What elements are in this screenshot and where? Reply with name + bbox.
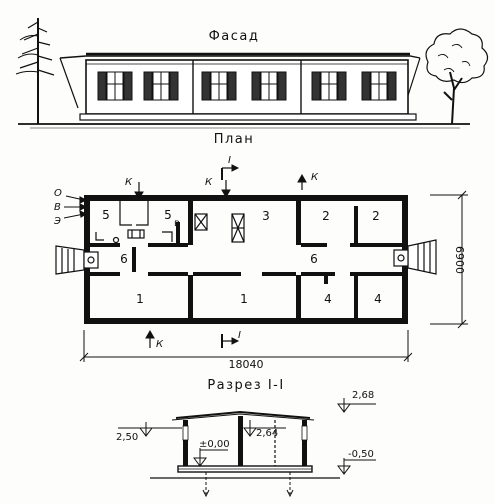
left-porch-icon bbox=[55, 245, 99, 275]
section-mark-label: I bbox=[228, 155, 231, 166]
room-number: 4 bbox=[324, 292, 332, 306]
left-tree-icon bbox=[15, 18, 55, 124]
right-porch-icon bbox=[393, 239, 437, 275]
entrance-label: К bbox=[311, 172, 319, 183]
window-icon bbox=[251, 71, 287, 101]
plan-partition-walls bbox=[90, 195, 402, 324]
plan-view: План bbox=[53, 132, 468, 371]
facade-title: Фасад bbox=[209, 29, 260, 44]
utility-label: О bbox=[54, 188, 62, 199]
facade-roof bbox=[59, 55, 421, 59]
section-wall-middle bbox=[238, 416, 243, 468]
room-number: 6 bbox=[120, 252, 128, 266]
utility-label: Э bbox=[53, 216, 61, 227]
width-dimension-line bbox=[430, 190, 468, 329]
facade-view: Фасад bbox=[15, 18, 489, 129]
section-mark-label: I bbox=[238, 330, 241, 341]
window-icon bbox=[201, 71, 237, 101]
level-eave: 2,50 bbox=[116, 432, 138, 443]
level-ridge: 2,64 bbox=[256, 428, 278, 439]
width-dimension: 6900 bbox=[453, 246, 466, 274]
room-number: 2 bbox=[372, 209, 380, 223]
length-dimension: 18040 bbox=[229, 358, 264, 371]
room-number: 1 bbox=[240, 292, 248, 306]
facade-wall bbox=[85, 59, 409, 115]
facade-plinth bbox=[79, 113, 417, 121]
section-title: Разрез I-I bbox=[207, 378, 284, 393]
level-marker-icon bbox=[118, 398, 376, 475]
section-view: Разрез I-I bbox=[116, 378, 376, 498]
room-number: 1 bbox=[136, 292, 144, 306]
facade-windows bbox=[97, 71, 397, 101]
section-roof bbox=[175, 410, 311, 419]
length-dimension-line bbox=[79, 330, 413, 362]
utility-label: В bbox=[54, 202, 61, 213]
sanitary-fixtures bbox=[95, 201, 173, 244]
entrance-arrows bbox=[134, 173, 307, 348]
room-number: 3 bbox=[262, 209, 270, 223]
room-number: 5 bbox=[164, 208, 172, 222]
window-icon bbox=[143, 71, 179, 101]
window-icon bbox=[97, 71, 133, 101]
section-cut-marks bbox=[221, 164, 240, 348]
room-number: 4 bbox=[374, 292, 382, 306]
plan-title: План bbox=[214, 132, 255, 147]
room-number: 5 bbox=[102, 208, 110, 222]
window-icon bbox=[311, 71, 347, 101]
utility-arrows bbox=[63, 195, 88, 219]
level-floor: ±0,00 bbox=[199, 439, 230, 450]
room-subscript: в bbox=[174, 218, 180, 229]
window-icon bbox=[361, 71, 397, 101]
level-ground: -0,50 bbox=[348, 449, 374, 460]
room-number: 6 bbox=[310, 252, 318, 266]
section-wall-right bbox=[302, 420, 307, 468]
entrance-label: К bbox=[156, 339, 164, 350]
level-roof: 2,68 bbox=[352, 390, 374, 401]
entrance-label: К bbox=[205, 177, 213, 188]
right-tree-icon bbox=[425, 28, 489, 125]
room-number: 2 bbox=[322, 209, 330, 223]
equipment-boxes bbox=[194, 213, 245, 243]
section-wall-left bbox=[183, 420, 188, 468]
entrance-label: К bbox=[125, 177, 133, 188]
